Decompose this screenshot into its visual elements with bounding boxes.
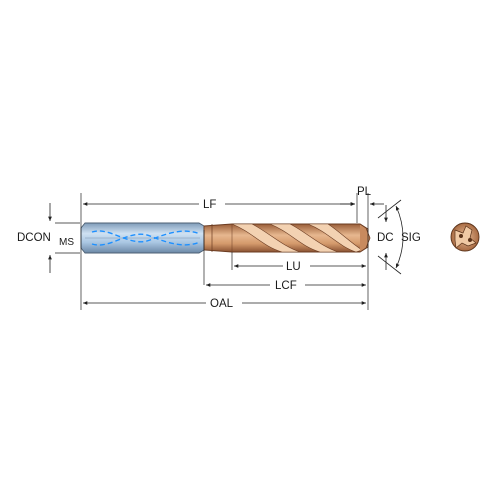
extension-lines xyxy=(55,193,369,310)
drill-tip xyxy=(359,223,371,253)
lcf-label: LCF xyxy=(275,280,297,292)
lf-label: LF xyxy=(203,199,216,211)
drill-body xyxy=(203,223,369,253)
drill-end-view xyxy=(450,222,480,252)
oal-label: OAL xyxy=(210,298,234,310)
pl-label: PL xyxy=(357,186,372,198)
sig-label: SIG xyxy=(401,232,421,244)
flute xyxy=(269,223,339,253)
flute xyxy=(231,223,301,253)
drill-shank xyxy=(80,222,205,254)
ms-label: MS xyxy=(59,237,74,248)
dc-label: DC xyxy=(377,232,394,244)
lu-label: LU xyxy=(286,261,301,273)
dcon-label: DCON xyxy=(17,232,51,244)
sig-dimension xyxy=(377,199,404,275)
